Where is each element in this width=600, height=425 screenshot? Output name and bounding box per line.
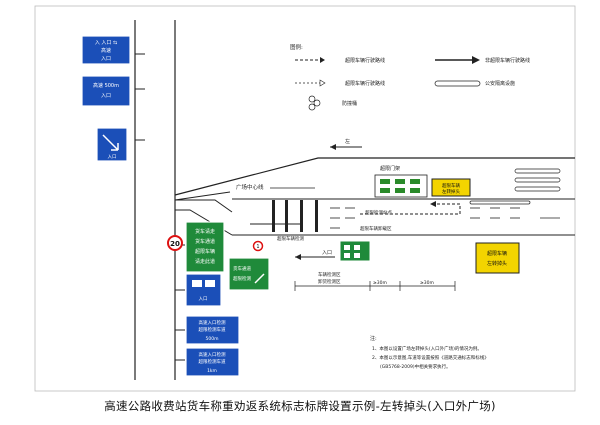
sign-blue-bottom3: 高速入口检测 超限检测车道 1km [185,347,240,377]
lane-dashes [330,207,560,229]
sign-yellow2-line2: 左转掉头 [487,260,507,267]
legend-item-4: 公安隔离设施 [434,80,515,87]
weigh-station-label: 超限检测站点 [365,209,392,216]
sign-green-small [339,240,371,262]
measure-label-2: ≥30m [373,280,387,286]
toll-booths [272,200,318,232]
legend-item-2-label: 非超限车辆行驶路线 [485,57,530,64]
sign-green1-line2: 货车通道 [195,238,215,245]
sign-yellow1-line2: 左转掉头 [442,188,460,195]
sign-yellow2: 超限车辆 左转掉头 [475,242,520,274]
notes-line-2: 2、本图以示意图,车道等设置按照《道路交通标志和标线》 [372,354,489,361]
speed-limit-sign [167,235,183,251]
speed-limit-value: 20 [170,240,180,248]
weigh-icons [380,179,420,193]
legend-item-3: 超限车辆行驶路线 [295,79,385,87]
sign-top1-line3: 入口 [101,56,111,62]
collect-gate-label: 超限门架 [380,165,400,172]
sign-top1-line1: 入 入口 ⇆ [95,40,117,46]
figure-caption: 高速公路收费站货车称重劝返系统标志标牌设置示例-左转掉头(入口外广场) [104,399,496,413]
entrance-arrowhead [295,254,301,260]
measure-label-1b: 卸货检测区 [318,278,341,285]
sign-blue-bottom1-line1: 入口 [199,296,208,302]
sign-top1: 入 入口 ⇆ 高速 入口 [81,35,131,65]
measure-line [294,281,456,291]
sign-green1-line4: 请走此道 [195,258,215,265]
sign-green2-line2: 超限检测 [233,275,251,282]
sign-blue-bottom1: 入口 [185,273,222,307]
overweight-zone-label: 超限车辆卸载区 [360,225,392,232]
sign-green1-line1: 货车请走 [195,228,215,235]
sign-top2: 高速 500m 入口 [81,75,131,107]
sign-blue-bottom2-line2: 超限检测车道 [199,326,226,333]
sign-blue-bottom3-distance: 1km [207,368,217,374]
sign-top1-line2: 高速 [101,47,111,54]
arrow-icon [102,134,119,151]
road-upper-boundary [174,157,575,196]
left-direction-label: 左 [345,138,350,145]
legend-title: 图例: [290,43,303,51]
sign-green1: 货车请走 货车通道 超限车辆 请走此道 [185,221,225,273]
legend-item-3-label: 超限车辆行驶路线 [345,80,385,87]
legend-item-2: 非超限车辆行驶路线 [435,56,530,64]
legend-item-1: 超限车辆行驶路线 [295,57,385,64]
road-upper-median [174,191,231,201]
legend-item-4-label: 公安隔离设施 [485,80,515,87]
turn-sign-number: 1 [256,244,259,250]
upper-road-arrowhead [330,144,336,150]
notes-head: 注: [370,335,377,342]
notes-line-3: (GB5768-2009)中相关要求执行。 [380,363,451,370]
sign-top3: 入口 [96,127,128,162]
sign-top2-line1: 高速 500m [93,82,119,89]
collect-gate [374,174,428,198]
sign-yellow2-line1: 超限车辆 [487,250,507,257]
legend-item-1-label: 超限车辆行驶路线 [345,57,385,64]
isolation-bars [469,168,561,205]
overweight-lane-label: 超限车辆检测 [277,235,304,242]
route-arrowhead [430,201,436,207]
turn-sign [252,240,264,252]
sign-blue-bottom2-distance: 500m [206,336,219,342]
sign-green2: 货车通道 超限检测 [228,257,270,291]
sign-top2-line2: 入口 [101,93,111,99]
sign-green1-line3: 超限车辆 [195,248,215,255]
sign-green2-line1: 货车通道 [233,265,251,272]
measure-label-3: ≥30m [420,280,434,286]
legend-item-5-label: 防撞桶 [342,100,357,107]
road-upper-corner [175,199,233,213]
sign-top3-line1: 入口 [108,154,117,160]
overweight-route [360,203,461,215]
sign-yellow1-line1: 超限车辆 [442,182,460,189]
legend-item-5: 防撞桶 [308,95,357,111]
sign-blue-bottom2-line1: 高速入口检测 [199,319,226,326]
notes-line-1: 1、本图以设置广场左转掉头(入口外广场)的情况为例。 [372,345,482,352]
measure-label-1: 车辆检测区 [318,271,341,278]
sign-blue-bottom2: 高速入口检测 超限检测车道 500m [185,315,240,345]
sign-yellow1: 超限车辆 左转掉头 [431,178,471,197]
plaza-label: 广场中心线 [236,183,264,191]
sign-blue-bottom3-line1: 高速入口检测 [199,351,226,358]
sign-blue-bottom3-line2: 超限检测车道 [199,358,226,365]
arrow-icon [254,273,265,284]
entrance-label: 入口 [322,250,332,256]
